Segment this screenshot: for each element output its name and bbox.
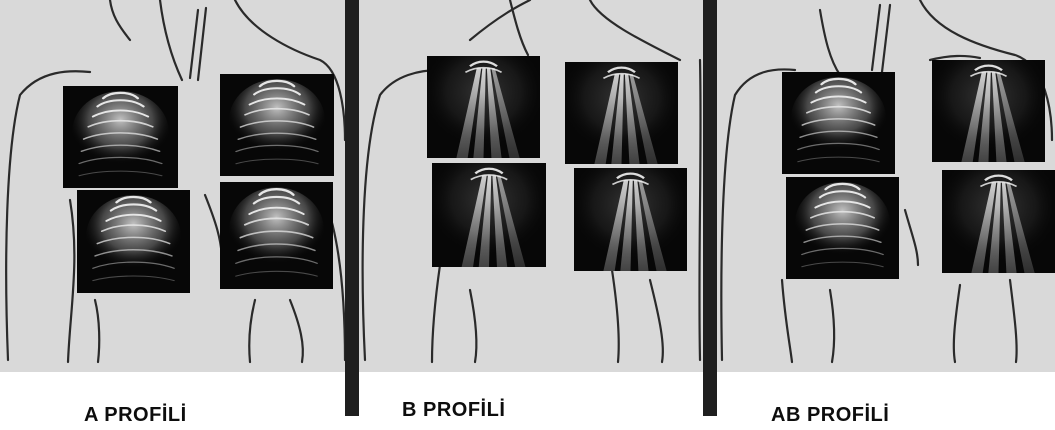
profile-label-b: B PROFİLİ bbox=[402, 399, 505, 422]
panel-divider-1 bbox=[345, 0, 359, 416]
ultrasound-b-upper-left bbox=[427, 56, 540, 158]
ultrasound-a-upper-right bbox=[220, 74, 334, 176]
ultrasound-b-lower-left bbox=[432, 163, 546, 267]
ultrasound-a-lower-right bbox=[220, 182, 333, 289]
profile-label-ab: AB PROFİLİ bbox=[771, 404, 889, 427]
ultrasound-ab-upper-right bbox=[932, 60, 1045, 162]
panel-divider-2 bbox=[703, 0, 717, 416]
ultrasound-ab-lower-left bbox=[786, 177, 899, 279]
ultrasound-b-upper-right bbox=[565, 62, 678, 164]
ultrasound-a-lower-left bbox=[77, 190, 190, 293]
ultrasound-ab-upper-left bbox=[782, 72, 895, 174]
profile-label-a: A PROFİLİ bbox=[84, 404, 187, 427]
ultrasound-a-upper-left bbox=[63, 86, 178, 188]
ultrasound-ab-lower-right bbox=[942, 170, 1055, 273]
ultrasound-b-lower-right bbox=[574, 168, 687, 271]
